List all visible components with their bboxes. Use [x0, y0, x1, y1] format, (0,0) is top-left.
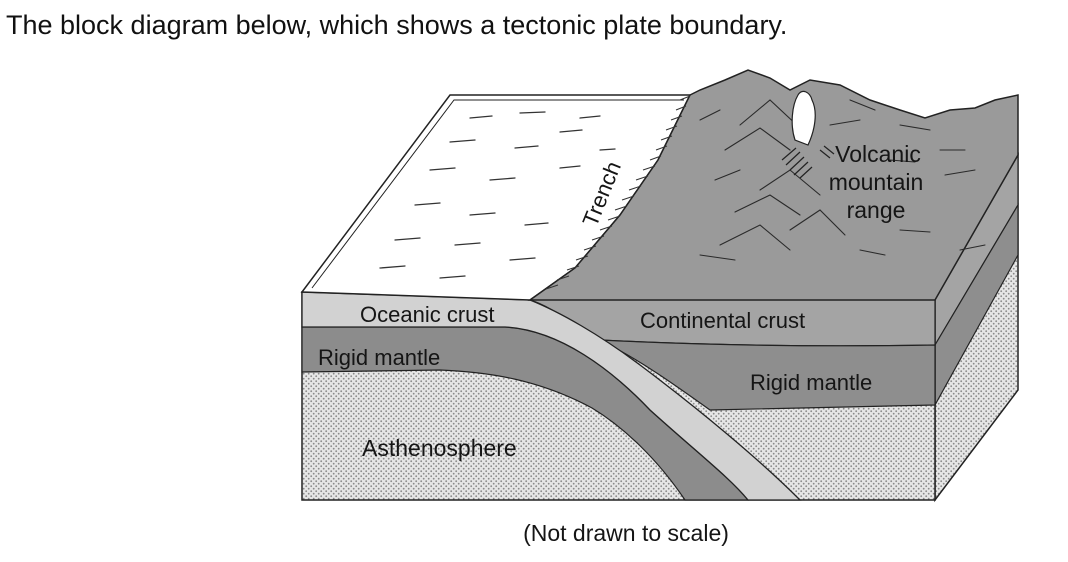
oceanic-crust-label: Oceanic crust — [360, 302, 495, 327]
subducting-oceanic-crust — [301, 291, 802, 501]
trench-hatching — [545, 95, 691, 290]
mountain-ridges — [699, 99, 986, 261]
volcanic-label-line2: mountain — [829, 169, 924, 195]
right-rigid-mantle — [599, 339, 936, 411]
volcanic-label-line1: Volcanic — [835, 141, 921, 167]
volcano-eruption-plume — [791, 90, 816, 146]
water-dashes — [379, 111, 616, 279]
caption: (Not drawn to scale) — [523, 520, 729, 546]
rigid-mantle-left-label: Rigid mantle — [318, 345, 440, 370]
continental-crust-label: Continental crust — [640, 308, 805, 333]
volcano-shading — [781, 145, 835, 179]
volcanic-label-line3: range — [847, 197, 906, 223]
asthenosphere-label: Asthenosphere — [362, 435, 517, 461]
intro-text: The block diagram below, which shows a t… — [6, 10, 788, 40]
rigid-mantle-right-label: Rigid mantle — [750, 370, 872, 395]
